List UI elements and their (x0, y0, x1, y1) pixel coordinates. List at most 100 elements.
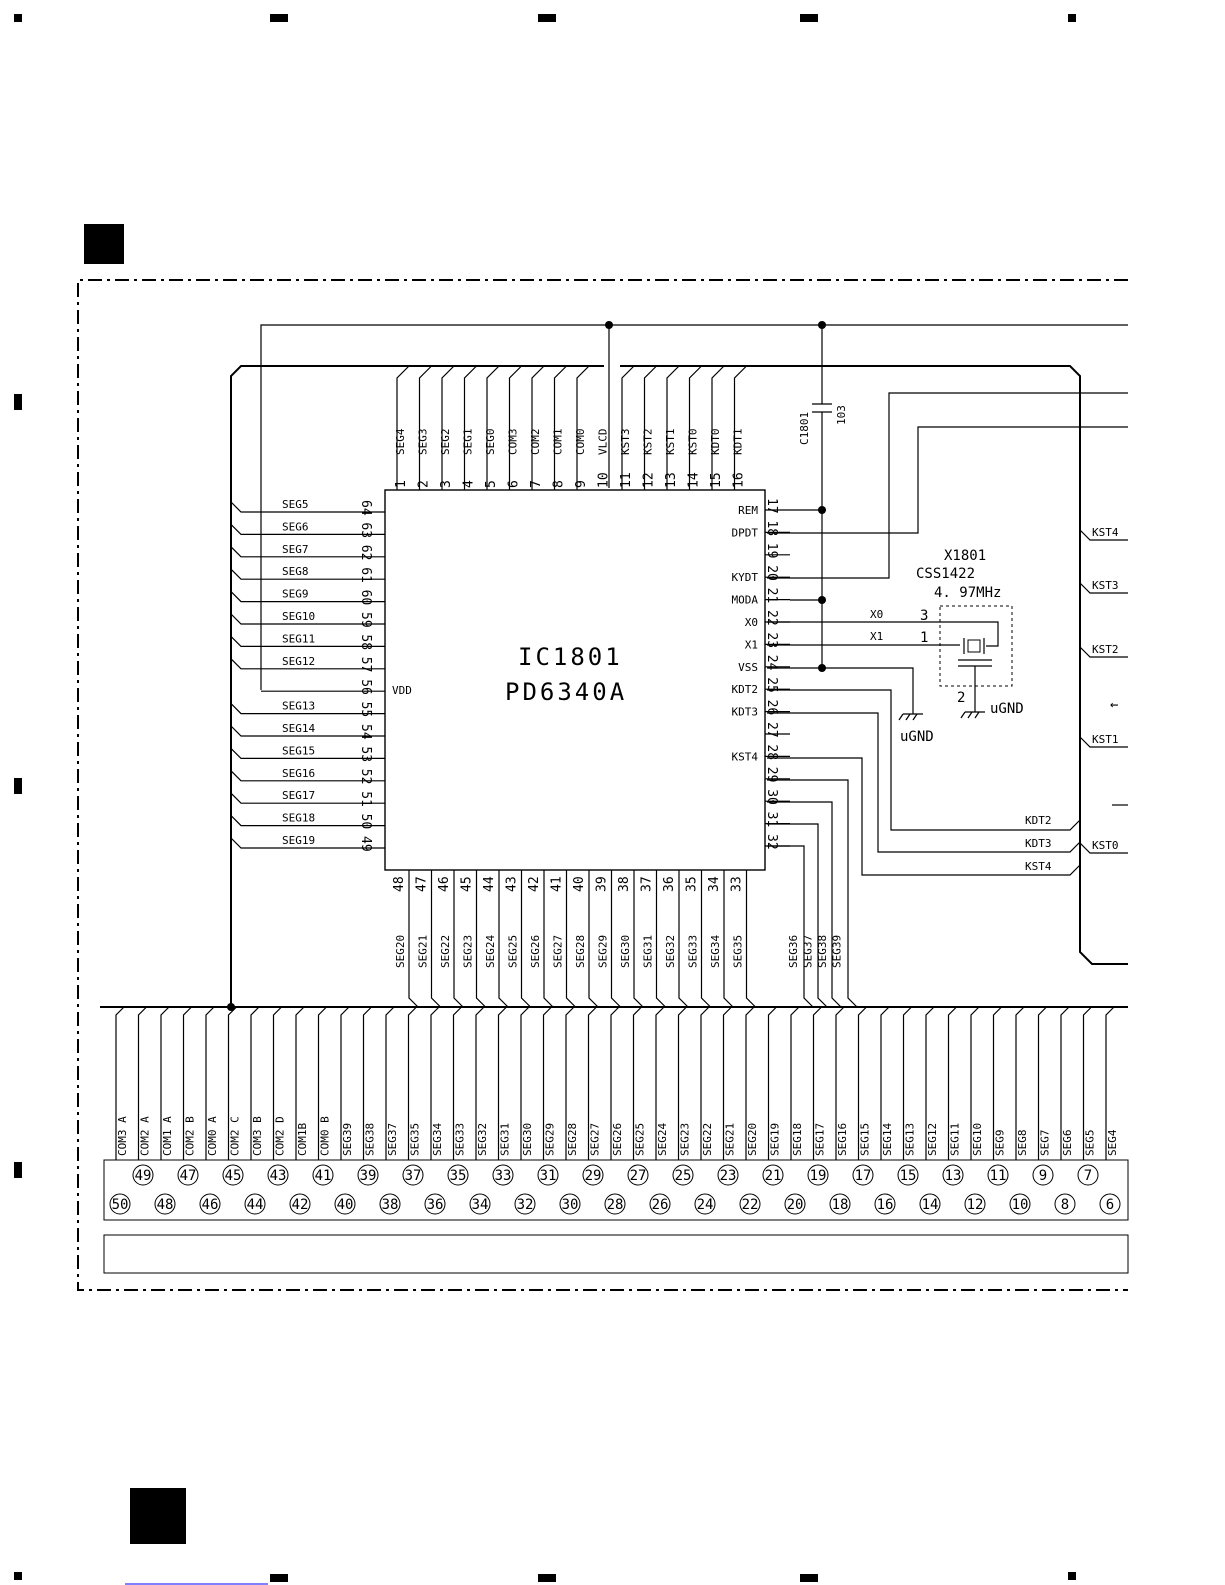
connector-signal-label: SEG18 (791, 1123, 804, 1156)
connector-pin-number: 38 (382, 1197, 399, 1213)
connector-signal-label: SEG27 (589, 1123, 602, 1156)
top-pin-number: 4 (462, 480, 477, 488)
top-pin-label: SEG4 (394, 428, 407, 455)
connector-pin-number: 31 (540, 1168, 557, 1184)
top-pin-wire (396, 365, 410, 490)
svg-text:KST2: KST2 (1092, 643, 1119, 656)
connector-pin-number: 8 (1061, 1197, 1069, 1213)
connector-pin-circle (244, 1193, 266, 1215)
connector-pin-circle (447, 1164, 469, 1186)
connector-pin-number: 22 (742, 1197, 759, 1213)
connector-wire (925, 1006, 935, 1160)
left-pin-wire (230, 815, 385, 827)
left-pin-wire (230, 546, 385, 558)
connector-wire (1060, 1006, 1070, 1160)
connector-wire (1082, 1006, 1092, 1160)
connector-pin-number: 9 (1039, 1168, 1047, 1184)
connector-signal-label: SEG7 (1039, 1130, 1052, 1157)
right-pin-label: X1 (745, 638, 758, 651)
svg-text:KST4: KST4 (1025, 860, 1052, 873)
left-pin-wire (230, 658, 385, 670)
connector-pin-circle (829, 1193, 851, 1215)
bottom-pin-number: 39 (595, 876, 610, 892)
connector-wire (430, 1006, 440, 1160)
left-pin-number: 63 (358, 522, 373, 538)
connector-wire (250, 1006, 260, 1160)
top-pin-number: 12 (642, 472, 657, 488)
bottom-extra-label: SEG37 (802, 935, 815, 968)
connector-pin-circle (199, 1193, 221, 1215)
connector-wire (767, 1006, 777, 1160)
top-pin-number: 3 (439, 480, 454, 488)
left-pin-label: SEG15 (282, 744, 315, 757)
top-pin-number: 14 (687, 472, 702, 488)
top-pin-wire (733, 365, 747, 490)
connector-wire (947, 1006, 957, 1160)
connector-wire (1015, 1006, 1025, 1160)
left-pin-wire (230, 635, 385, 648)
top-pin-label: COM0 (574, 429, 587, 456)
connector-pin-circle (177, 1164, 199, 1186)
connector-pin-number: 42 (292, 1197, 309, 1213)
svg-text:103: 103 (835, 405, 848, 425)
top-pin-number: 5 (484, 480, 499, 488)
bottom-pin-wire (543, 870, 554, 1008)
bottom-pin-wire (430, 870, 441, 1008)
top-pin-number: 11 (619, 472, 634, 488)
page-marker-box (130, 1488, 186, 1544)
connector-wire (385, 1006, 395, 1160)
bottom-pin-label: SEG21 (417, 935, 430, 968)
left-pin-number: 53 (358, 746, 373, 762)
connector-pin-number: 30 (562, 1197, 579, 1213)
connector-wire (520, 1006, 530, 1160)
connector-pin-circle (312, 1164, 334, 1186)
svg-text:KST3: KST3 (1092, 579, 1119, 592)
connector-pin-circle (852, 1164, 874, 1186)
connector-pin-number: 40 (337, 1197, 354, 1213)
connector-wire (677, 1006, 687, 1160)
registration-marks (14, 14, 1076, 1582)
connector-pin-number: 13 (945, 1168, 962, 1184)
connector-pin-number: 19 (810, 1168, 827, 1184)
svg-text:KST4: KST4 (1092, 526, 1119, 539)
top-pin-wire (531, 365, 545, 490)
bottom-extra-label: SEG39 (831, 935, 844, 968)
left-pin-wire (230, 591, 385, 603)
connector-pin-number: 36 (427, 1197, 444, 1213)
top-pin-label: KDT1 (732, 429, 745, 456)
top-pin-number: 1 (394, 480, 409, 488)
bottom-pin-label: SEG25 (507, 935, 520, 968)
bottom-pin-number: 48 (392, 876, 407, 892)
connector-signal-label: COM3 B (251, 1116, 264, 1156)
connector-pin-circle (334, 1193, 356, 1215)
right-pin-number: 28 (764, 744, 779, 760)
bottom-pin-number: 46 (437, 876, 452, 892)
right-pin-number: 30 (764, 789, 779, 805)
ic-ref: IC1801 (518, 643, 623, 671)
ic-body (384, 489, 766, 871)
connector-pin-circle (537, 1164, 559, 1186)
connector-signal-label: SEG32 (476, 1123, 489, 1156)
connector-pin-circle (357, 1164, 379, 1186)
bottom-pin-label: SEG27 (552, 935, 565, 968)
bottom-extra-label: SEG36 (787, 935, 800, 968)
bottom-pin-wire (610, 870, 621, 1008)
top-pin-wire (621, 365, 635, 490)
svg-text:KDT3: KDT3 (1025, 837, 1052, 850)
connector-signal-label: COM2 D (274, 1116, 287, 1156)
connector-pin-circle (402, 1164, 424, 1186)
connector-wire (362, 1006, 372, 1160)
top-pin-number: 9 (574, 480, 589, 488)
left-pin-number: 52 (358, 769, 373, 785)
left-pin-label: SEG18 (282, 812, 315, 825)
left-pin-number: 55 (358, 702, 373, 718)
connector-pin-circle (379, 1193, 401, 1215)
left-pin-number: 49 (358, 836, 373, 852)
left-pin-label: SEG13 (282, 700, 315, 713)
connector-pin-circle (514, 1193, 536, 1215)
right-pin-label: MODA (732, 594, 759, 607)
connector-wire (475, 1006, 485, 1160)
bottom-pin-label: SEG22 (439, 935, 452, 968)
